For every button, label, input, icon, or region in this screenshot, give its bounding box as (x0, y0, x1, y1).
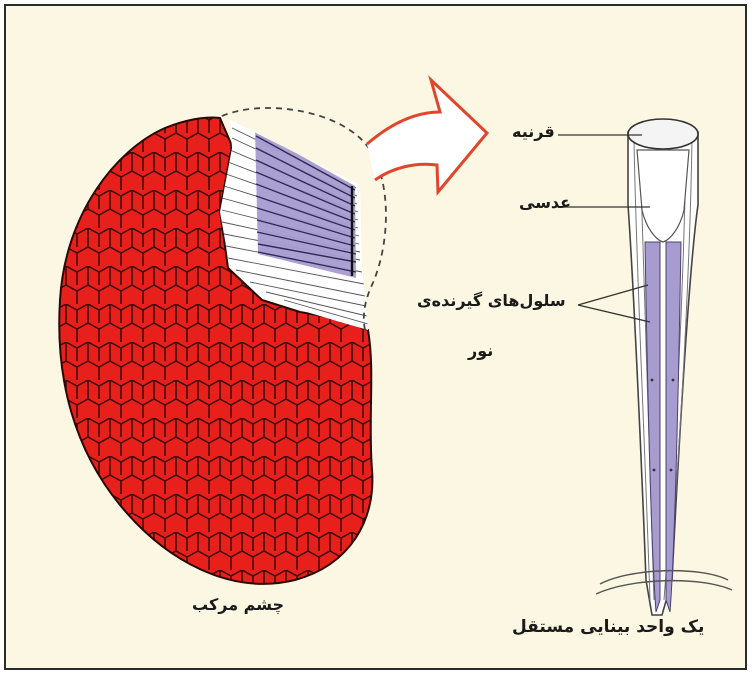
label-photoreceptor-line1: سلول‌های گیرنده‌ی (417, 291, 566, 310)
label-lens: عدسی (519, 193, 571, 212)
ommatidium-diagram (596, 119, 732, 615)
label-cornea: قرنیه (512, 122, 555, 141)
cornea-shape (628, 119, 698, 149)
label-photoreceptor-line2: نور (468, 341, 493, 360)
caption-compound-eye: چشم مرکب (192, 595, 284, 614)
caption-ommatidium: یک واحد بینایی مستقل (512, 617, 704, 637)
magnify-arrow (367, 80, 487, 192)
